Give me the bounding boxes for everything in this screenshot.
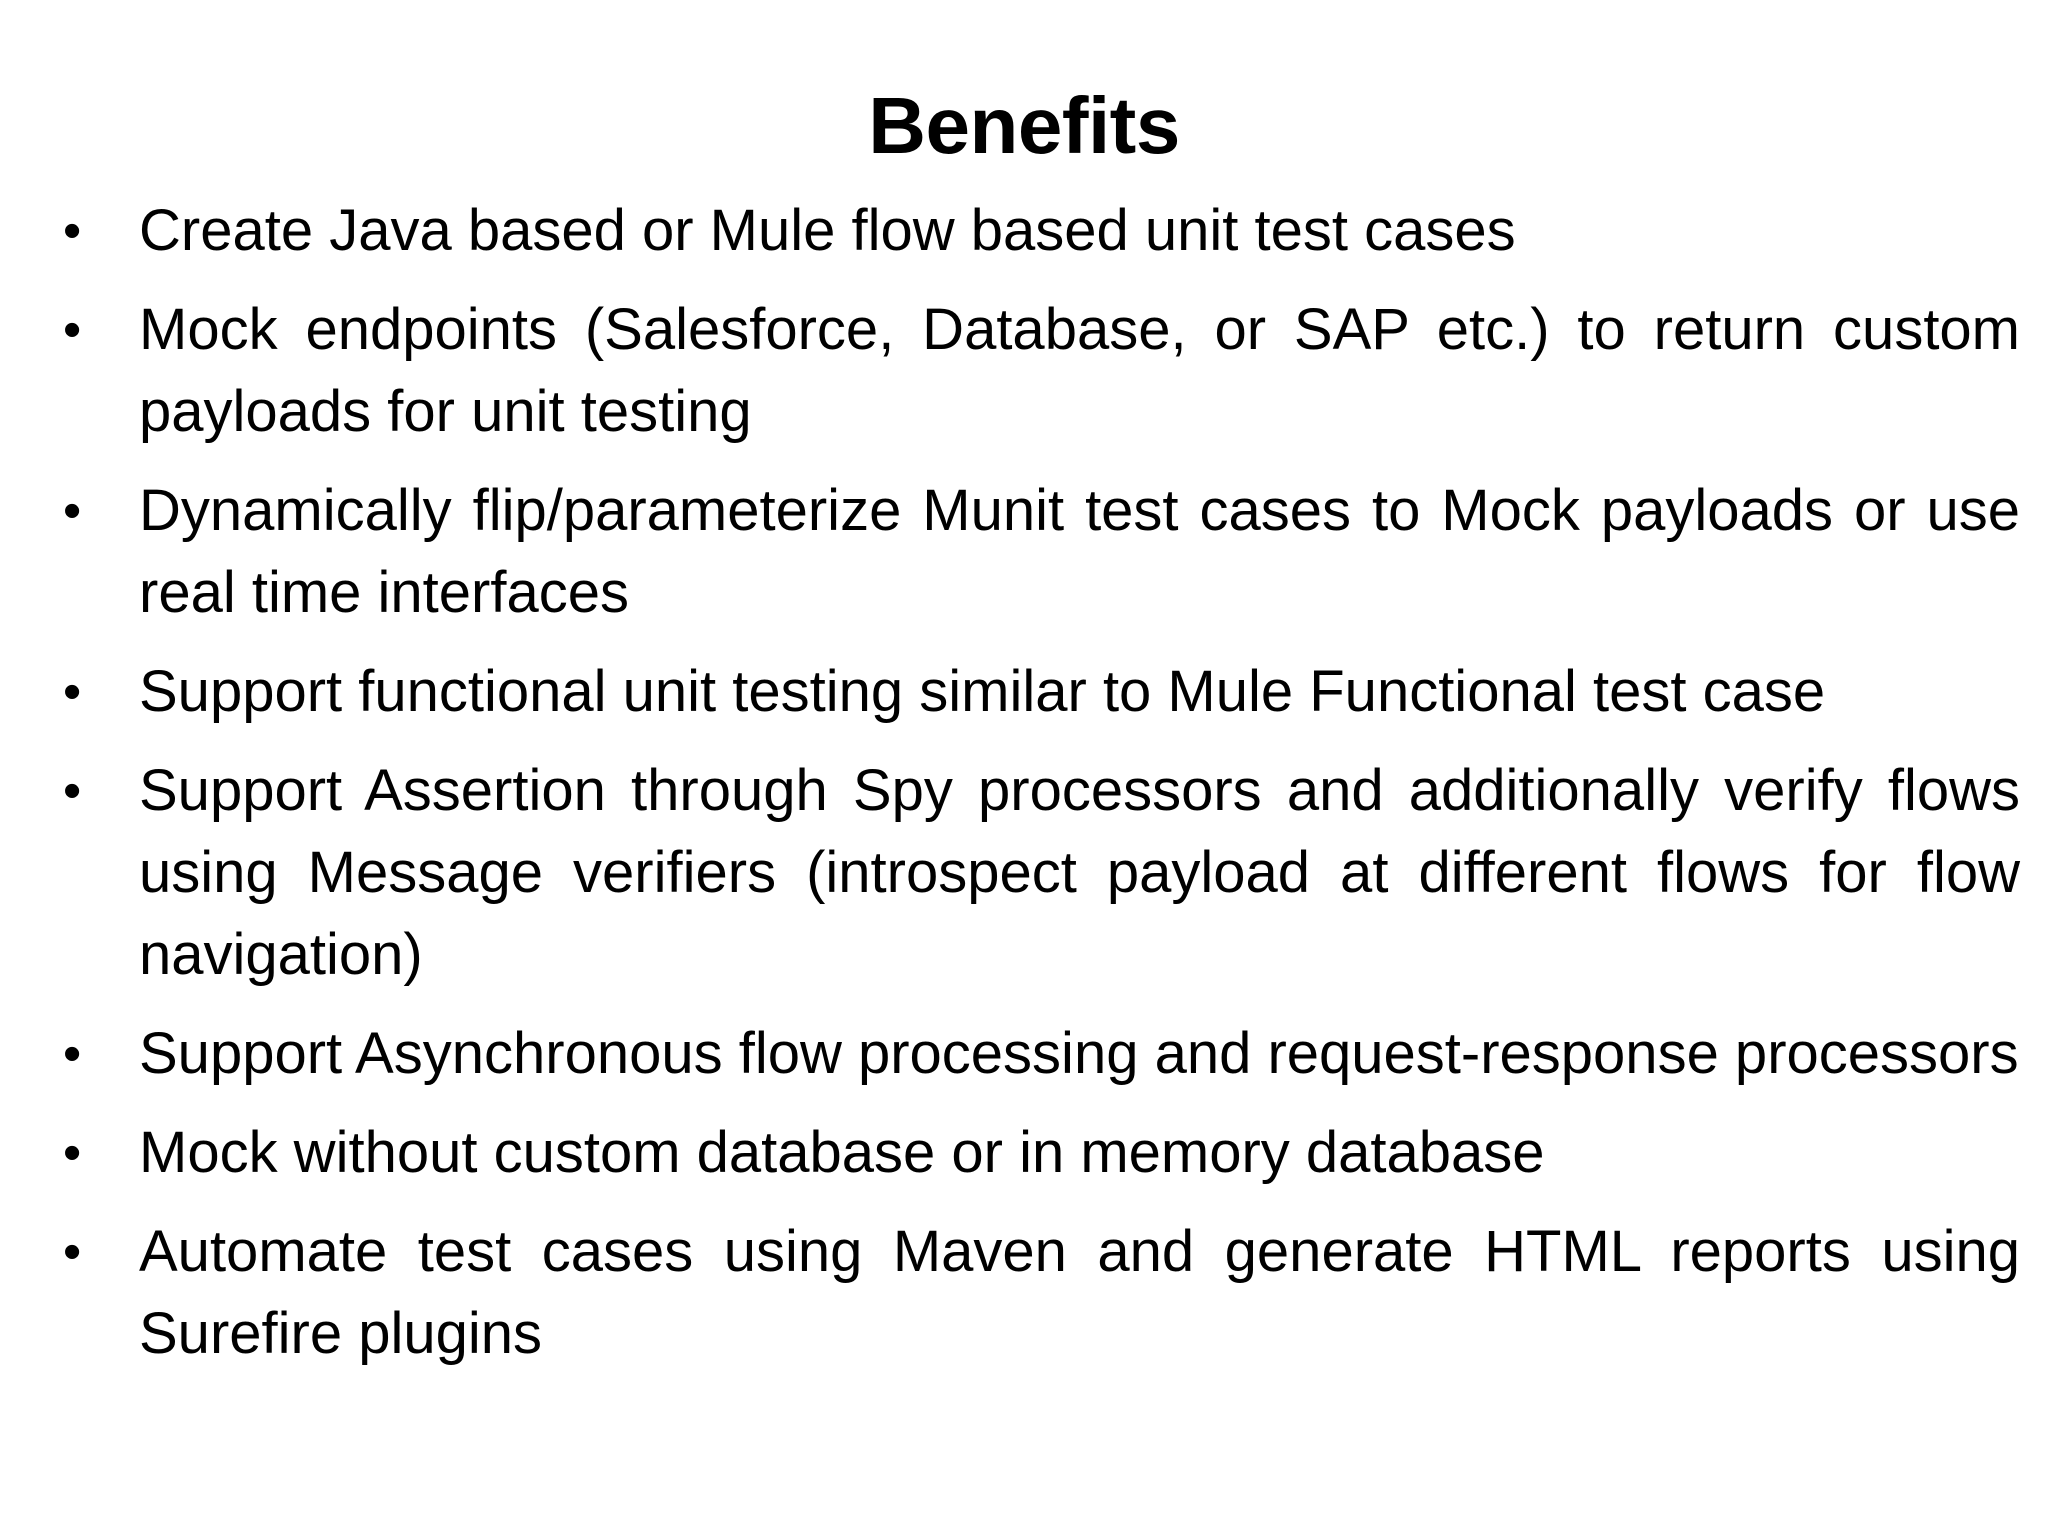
list-item: • Mock endpoints (Salesforce, Database, … <box>55 289 2020 453</box>
bullet-text: Support functional unit testing similar … <box>139 659 1826 724</box>
bullet-text: Support Assertion through Spy processors… <box>139 758 2020 987</box>
bullet-text: Mock endpoints (Salesforce, Database, or… <box>139 297 2020 444</box>
bullet-text: Automate test cases using Maven and gene… <box>139 1219 2020 1366</box>
list-item: • Support Asynchronous flow processing a… <box>55 1013 2020 1095</box>
bullet-icon: • <box>63 663 82 721</box>
bullet-icon: • <box>63 301 82 359</box>
list-item: • Create Java based or Mule flow based u… <box>55 190 2020 272</box>
bullet-text: Create Java based or Mule flow based uni… <box>139 198 1516 263</box>
bullet-icon: • <box>63 762 82 820</box>
list-item: • Support Assertion through Spy processo… <box>55 750 2020 996</box>
bullet-text: Support Asynchronous flow processing and… <box>139 1021 2019 1086</box>
bullet-icon: • <box>63 202 82 260</box>
bullet-list: • Create Java based or Mule flow based u… <box>55 190 2020 1392</box>
list-item: • Support functional unit testing simila… <box>55 651 2020 733</box>
bullet-text: Mock without custom database or in memor… <box>139 1120 1545 1185</box>
bullet-icon: • <box>63 1124 82 1182</box>
bullet-text: Dynamically flip/parameterize Munit test… <box>139 478 2020 625</box>
list-item: • Dynamically flip/parameterize Munit te… <box>55 470 2020 634</box>
list-item: • Automate test cases using Maven and ge… <box>55 1211 2020 1375</box>
slide-title: Benefits <box>868 81 1180 170</box>
bullet-icon: • <box>63 1223 82 1281</box>
list-item: • Mock without custom database or in mem… <box>55 1112 2020 1194</box>
bullet-icon: • <box>63 482 82 540</box>
bullet-icon: • <box>63 1025 82 1083</box>
